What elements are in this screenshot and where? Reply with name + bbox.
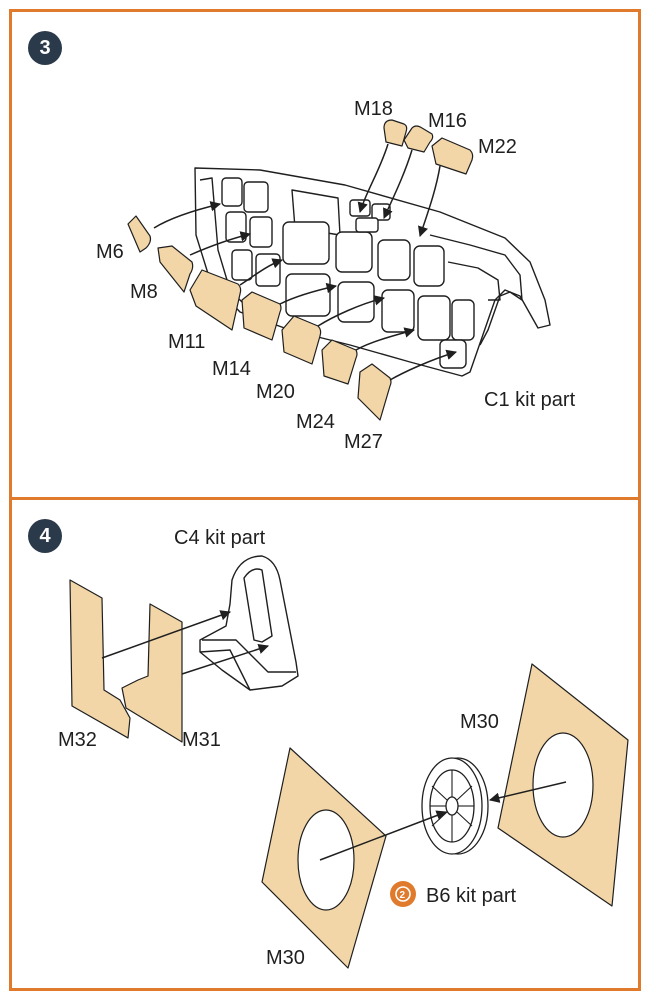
mask-m14 — [241, 291, 282, 341]
mask-m16 — [403, 125, 434, 153]
label-m8: M8 — [130, 281, 158, 303]
label-m24: M24 — [296, 411, 335, 433]
step-3-badge: 3 — [28, 31, 62, 65]
mask-m27 — [357, 363, 392, 421]
mask-m32 — [69, 579, 131, 739]
label-m18: M18 — [354, 98, 393, 120]
label-m22: M22 — [478, 136, 517, 158]
label-c1-kit-part: C1 kit part — [484, 389, 576, 411]
canopy-c1-part — [194, 167, 551, 377]
label-m31: M31 — [182, 729, 221, 751]
label-m30-right: M30 — [460, 711, 499, 733]
mask-m18 — [383, 119, 408, 147]
mask-m8 — [157, 245, 194, 293]
b6-part-icon: 2 — [390, 881, 416, 907]
step4-side-masks — [69, 579, 183, 743]
label-m11: M11 — [168, 331, 205, 353]
wheel-b6-part — [421, 757, 489, 855]
label-m14: M14 — [212, 358, 251, 380]
step4-c4-arrows — [101, 610, 269, 675]
step4-wheel-arrows — [319, 781, 567, 861]
mask-m24 — [321, 339, 358, 385]
label-b6-kit-part: B6 kit part — [426, 885, 516, 907]
step-4-badge: 4 — [28, 519, 62, 553]
step3-arrows — [153, 143, 458, 381]
label-m16: M16 — [428, 110, 467, 132]
label-m32: M32 — [58, 729, 97, 751]
svg-text:2: 2 — [400, 890, 406, 901]
c4-kit-part — [199, 555, 299, 691]
label-m30-left: M30 — [266, 947, 305, 969]
mask-m6 — [127, 215, 152, 253]
step3-masks — [127, 119, 474, 421]
label-m20: M20 — [256, 381, 295, 403]
label-c4-kit-part: C4 kit part — [174, 527, 266, 549]
mask-m11 — [189, 269, 242, 331]
mask-m22 — [431, 137, 474, 175]
mask-m31 — [121, 603, 183, 743]
label-m27: M27 — [344, 431, 383, 453]
label-m6: M6 — [96, 241, 124, 263]
